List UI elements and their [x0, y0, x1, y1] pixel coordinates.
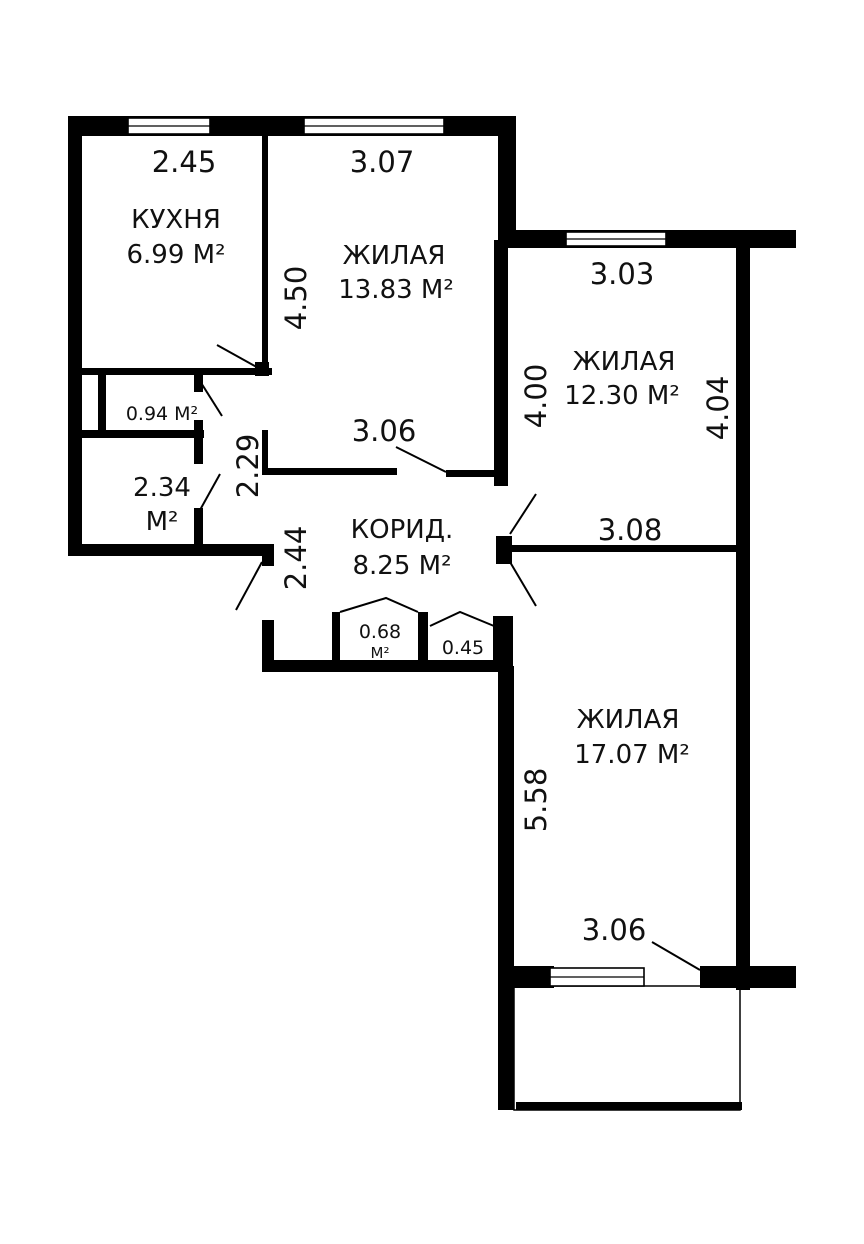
wall-living1-right-upper: [498, 116, 516, 248]
wall-living2-living3: [508, 545, 744, 552]
doors: [197, 344, 701, 971]
wall-closet1-left: [332, 612, 340, 662]
living3-name: ЖИЛАЯ: [577, 705, 680, 735]
living3-area: 17.07 М²: [574, 740, 690, 770]
living1-name: ЖИЛАЯ: [343, 241, 446, 271]
window-living1: [303, 117, 445, 135]
kitchen-area: 6.99 М²: [126, 240, 225, 270]
window-living2: [565, 231, 667, 247]
wall-left-outer: [68, 116, 82, 556]
wall-right-outer: [736, 230, 750, 990]
wall-living1-bottom-a: [262, 468, 397, 475]
door-living3: [509, 561, 537, 607]
living1-area: 13.83 М²: [338, 275, 454, 305]
dim-living2-left: 4.00: [519, 364, 553, 429]
window-living3: [549, 967, 645, 987]
walls: [68, 116, 796, 1111]
dim-hall-upper: 2.29: [231, 434, 265, 499]
dim-living1-height: 4.50: [279, 266, 313, 331]
door-living2: [509, 493, 537, 535]
closet1-area-value: 0.68: [359, 621, 401, 643]
door-wc: [197, 377, 223, 417]
dim-hall-lower: 2.44: [279, 526, 313, 591]
bath-area-value: 2.34: [133, 473, 191, 503]
wall-wc-bath: [82, 430, 204, 438]
wall-balcony-left: [498, 966, 554, 988]
dim-living1-bottom: 3.06: [352, 414, 417, 448]
dim-living2-right: 4.04: [701, 376, 735, 441]
wall-living1-bottom-b: [446, 470, 502, 477]
closet2-area: 0.45: [442, 637, 484, 659]
wall-bath-bottom: [68, 544, 274, 556]
window-kitchen: [127, 117, 211, 135]
living2-area: 12.30 М²: [564, 381, 680, 411]
door-living1: [395, 446, 447, 473]
wall-closet2-right: [493, 616, 513, 666]
wall-living1-right-lower: [494, 240, 508, 486]
room-labels: КУХНЯ 6.99 М² ЖИЛАЯ 13.83 М² ЖИЛАЯ 12.30…: [126, 205, 690, 770]
wall-wc-right-top: [194, 372, 203, 392]
dim-kitchen-width: 2.45: [152, 145, 217, 179]
corridor-area: 8.25 М²: [352, 551, 451, 581]
dim-living2-top: 3.03: [590, 257, 655, 291]
door-entrance: [235, 561, 263, 611]
living2-name: ЖИЛАЯ: [573, 347, 676, 377]
corridor-name: КОРИД.: [351, 515, 454, 545]
dim-living1-top: 3.07: [350, 145, 415, 179]
wall-kitchen-living1: [262, 136, 268, 368]
balcony-rail: [516, 1102, 742, 1110]
door-bath: [199, 473, 221, 511]
wall-wc-top: [82, 368, 272, 375]
wall-balcony-right: [700, 966, 796, 988]
door-closet1: [339, 596, 419, 613]
windows: [127, 117, 667, 987]
wall-closet1-right: [418, 612, 428, 662]
wall-wc-right-mid: [194, 420, 203, 464]
door-balcony: [651, 941, 701, 971]
wall-corridor-bottom: [262, 660, 512, 672]
dim-living2-bottom: 3.08: [598, 513, 663, 547]
wc-area: 0.94 М²: [126, 403, 198, 425]
kitchen-name: КУХНЯ: [131, 205, 221, 235]
wall-bath-right: [194, 508, 203, 548]
closet1-area-unit: М²: [371, 644, 390, 662]
door-kitchen: [216, 344, 263, 371]
dimension-labels: 2.45 3.07 3.06 3.03 3.08 3.06 4.50 4.00 …: [152, 145, 735, 947]
wall-living3-left: [498, 666, 514, 1110]
wall-hall-left-stub: [262, 544, 274, 566]
dim-living3-bottom: 3.06: [582, 913, 647, 947]
wall-corridor-right-stub: [496, 536, 512, 564]
wall-living1-left-low: [262, 430, 268, 475]
bath-area-unit: М²: [146, 507, 179, 537]
wall-wc-inner: [98, 372, 106, 430]
balcony-outline: [513, 985, 741, 1111]
dim-living3-height: 5.58: [519, 768, 553, 833]
door-closet2: [429, 610, 495, 627]
wall-hall-left-low: [262, 620, 274, 672]
